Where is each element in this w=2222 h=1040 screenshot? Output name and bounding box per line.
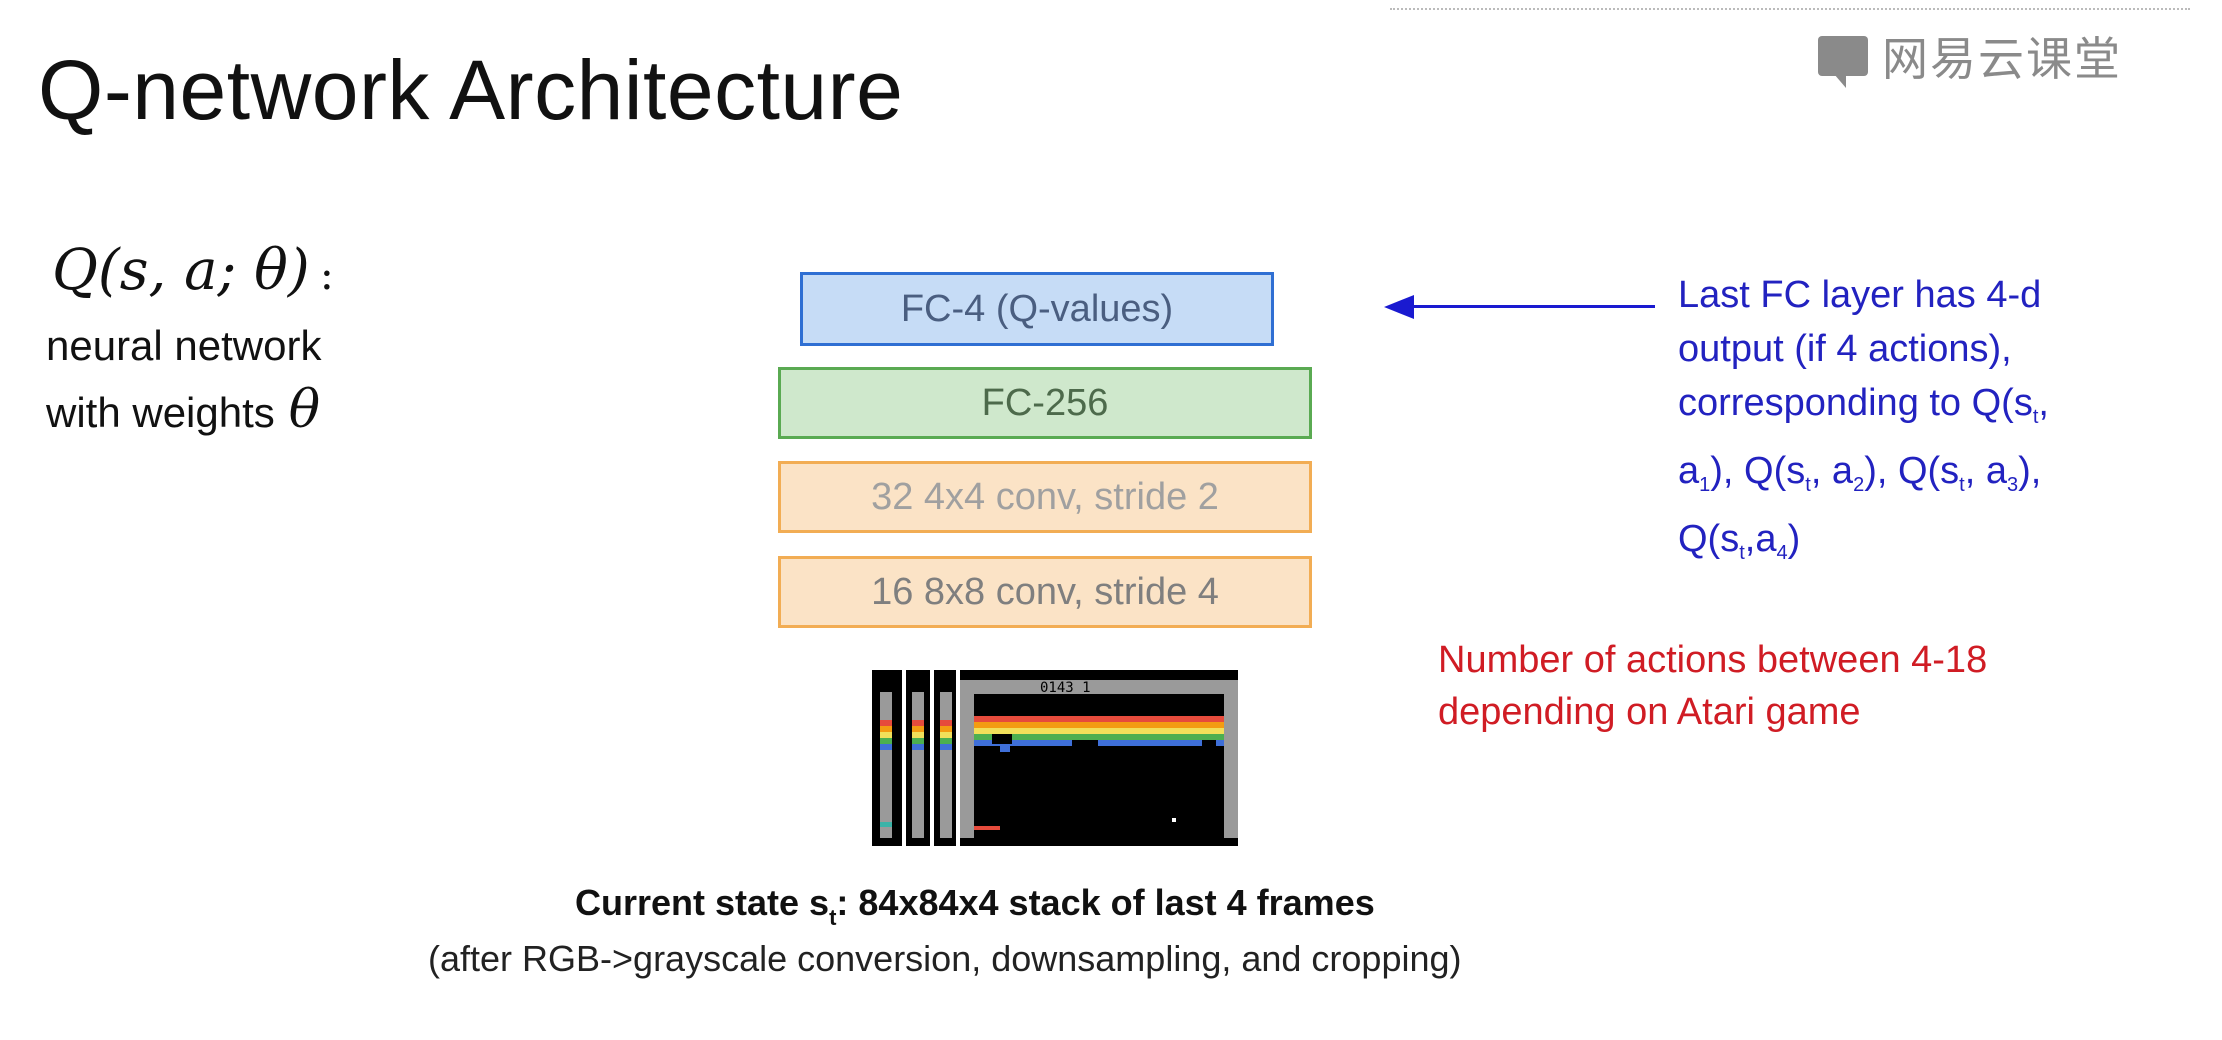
actions-count-note: Number of actions between 4-18 depending… [1438, 634, 2098, 738]
layer-fc4-qvalues: FC-4 (Q-values) [800, 272, 1274, 346]
frame-back-3 [934, 670, 960, 846]
atari-frame-stack: 0143 1 [872, 670, 1238, 846]
subscript: 1 [1699, 474, 1711, 496]
top-border-strip [1390, 0, 2190, 10]
q-function-formula: Q(s, a; θ): [52, 238, 334, 303]
red-note-line-2: depending on Atari game [1438, 691, 1861, 733]
definition-line-1: neural network [46, 322, 322, 369]
subscript: 2 [1853, 474, 1865, 496]
note-text: , a [1964, 450, 2007, 492]
note-line-3-text: corresponding to Q(s [1678, 382, 2033, 424]
formula-text: Q(s, a; θ) [52, 238, 310, 303]
theta-symbol: θ [288, 380, 321, 440]
frame-back-2 [906, 670, 934, 846]
output-layer-note: Last FC layer has 4-d output (if 4 actio… [1678, 268, 2198, 580]
watermark-text: 网易云课堂 [1882, 32, 2122, 86]
slide-title: Q-network Architecture [38, 43, 904, 137]
note-text: ), [2018, 450, 2042, 492]
layer-conv-32-4x4: 32 4x4 conv, stride 2 [778, 461, 1312, 533]
subscript: t [1959, 474, 1965, 496]
note-line-5: Q(st,a4) [1678, 512, 2198, 580]
subscript: 4 [1776, 542, 1788, 564]
game-score: 0143 1 [1040, 680, 1091, 696]
subscript: t [829, 905, 837, 930]
definition-line-2: with weights θ [46, 380, 320, 440]
note-text: ,a [1744, 518, 1777, 560]
chat-bubble-icon [1818, 36, 1868, 88]
preprocessing-caption: (after RGB->grayscale conversion, downsa… [428, 938, 1462, 979]
caption-part-1: Current state s [575, 882, 830, 923]
note-text: a [1678, 450, 1700, 492]
subscript: t [1805, 474, 1811, 496]
state-caption-text: Current state st: 84x84x4 stack of last … [575, 882, 1375, 931]
subscript: t [2032, 406, 2039, 428]
subscript: t [1739, 542, 1745, 564]
definition-line-2-text: with weights [46, 389, 275, 436]
subscript: 3 [2006, 474, 2019, 496]
note-text: ) [1787, 518, 1801, 560]
frame-back-1 [872, 670, 906, 846]
note-line-1: Last FC layer has 4-d [1678, 274, 2042, 316]
note-text: , a [1810, 450, 1854, 492]
note-text: ), Q(s [1710, 450, 1806, 492]
note-line-3-end: , [2038, 382, 2049, 424]
red-note-line-1: Number of actions between 4-18 [1438, 639, 1988, 681]
arrow-left-icon [1384, 295, 1414, 319]
caption-part-2: : 84x84x4 stack of last 4 frames [836, 882, 1375, 923]
note-line-4: a1), Q(st, a2), Q(st, a3), [1678, 444, 2198, 512]
frame-front: 0143 1 [960, 670, 1238, 846]
watermark: 网易云课堂 [1818, 24, 2122, 88]
atari-frames-image: 0143 1 [872, 670, 1238, 846]
arrow-shaft [1410, 305, 1655, 308]
note-text: ), Q(s [1864, 450, 1960, 492]
layer-conv-16-8x8: 16 8x8 conv, stride 4 [778, 556, 1312, 628]
note-line-3: corresponding to Q(st, [1678, 376, 2198, 444]
layer-fc256: FC-256 [778, 367, 1312, 439]
formula-colon: : [319, 250, 334, 299]
note-text: Q(s [1678, 518, 1740, 560]
note-line-2: output (if 4 actions), [1678, 328, 2012, 370]
